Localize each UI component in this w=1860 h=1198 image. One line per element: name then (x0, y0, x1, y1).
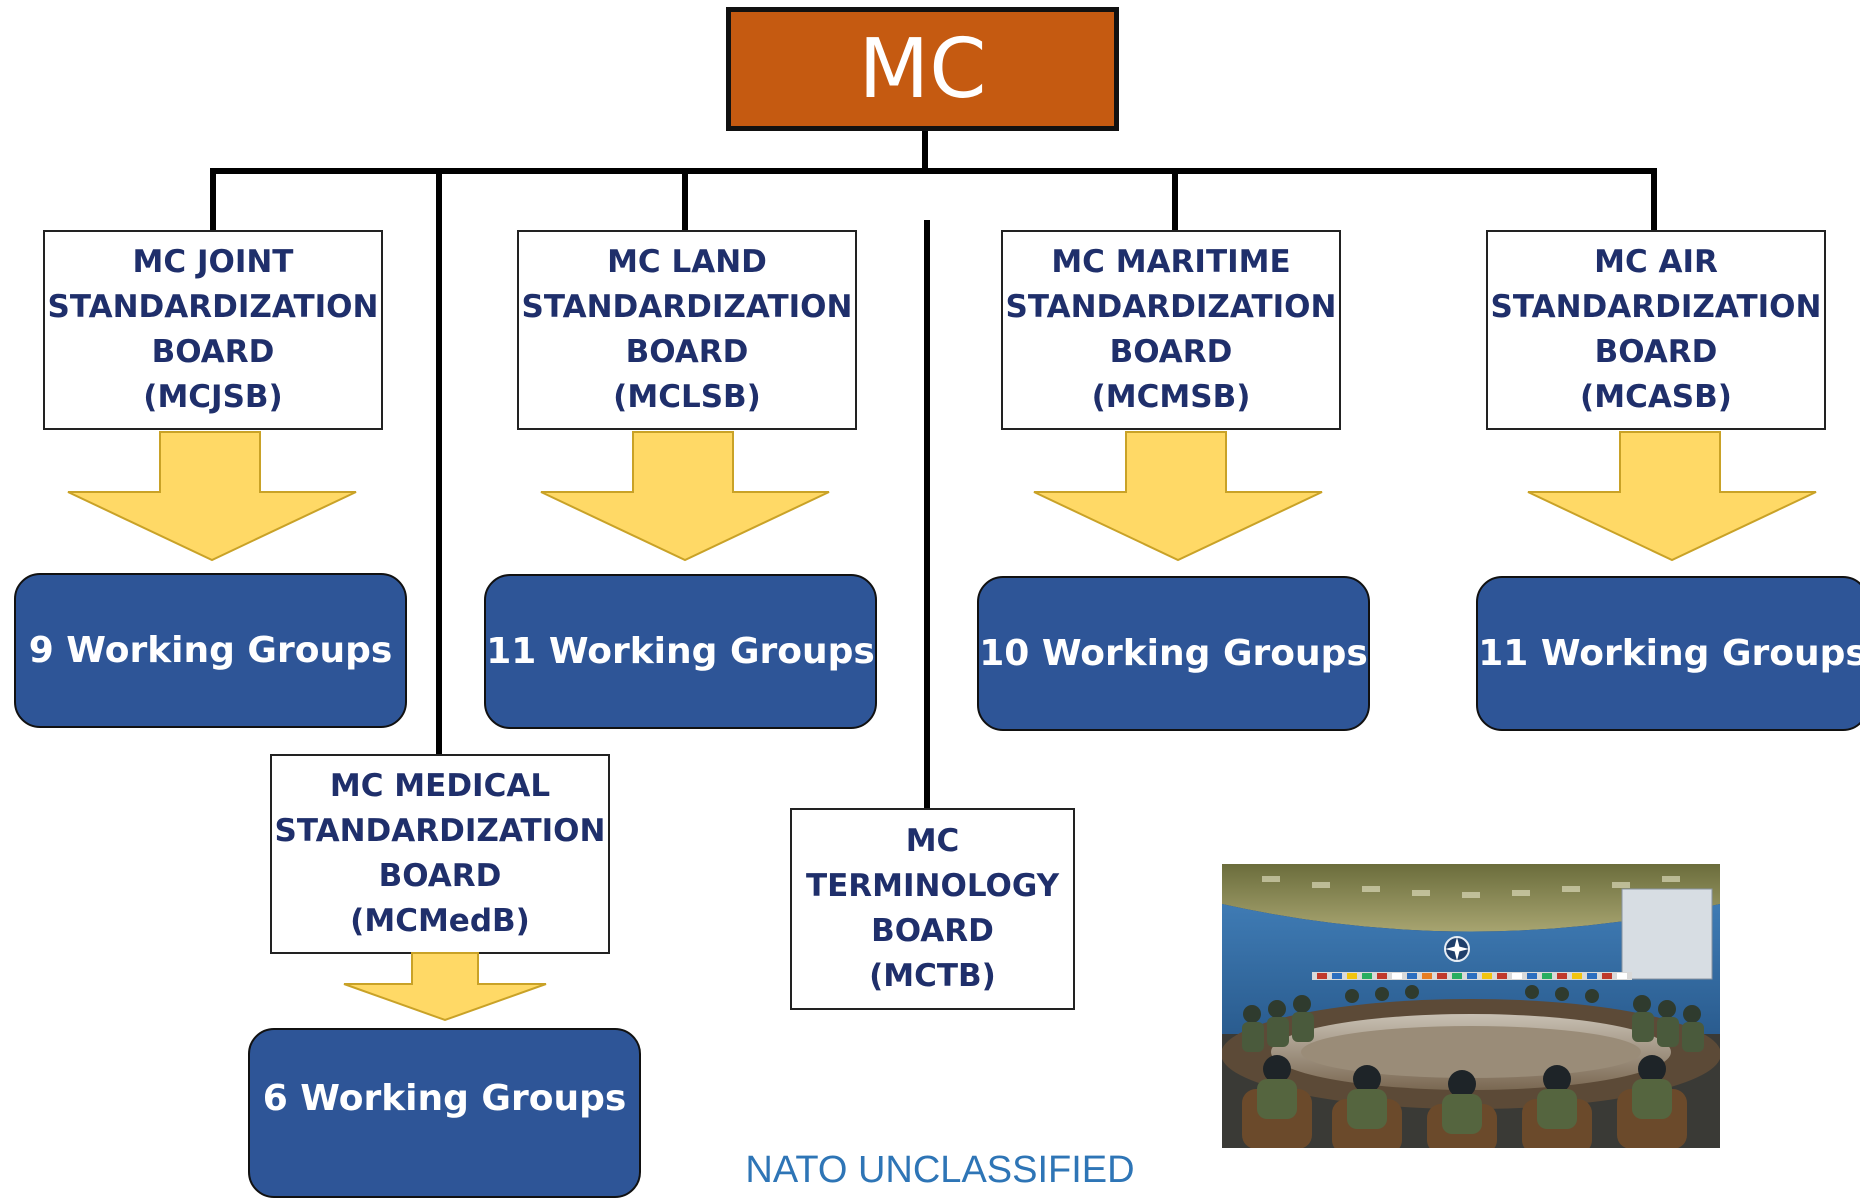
board-mctb-line-4: (MCTB) (869, 958, 996, 994)
arrow-mclsb-down-icon (540, 431, 830, 562)
board-mcmsb-line-2: STANDARDIZATION (1005, 289, 1337, 325)
board-mcjsb-line-1: MC JOINT (132, 244, 294, 280)
board-mcasb-line-4: (MCASB) (1580, 379, 1732, 415)
board-mclsb-line-1: MC LAND (607, 244, 767, 280)
board-mcjsb-line-4: (MCJSB) (143, 379, 283, 415)
connector-to-mcjsb (210, 168, 216, 230)
working-groups-mcmedb: 6 Working Groups (248, 1028, 641, 1198)
working-groups-mclsb: 11 Working Groups (484, 574, 877, 729)
mc-root-label: MC (858, 21, 987, 117)
board-mctb: MC TERMINOLOGY BOARD (MCTB) (790, 808, 1075, 1010)
connector-root-down (922, 130, 928, 172)
board-mclsb-line-4: (MCLSB) (613, 379, 761, 415)
working-groups-mcmsb-label: 10 Working Groups (979, 633, 1368, 674)
connector-to-mcmsb (1172, 168, 1178, 230)
arrow-mcmedb-down-icon (343, 952, 547, 1022)
working-groups-mcmedb-label: 6 Working Groups (262, 1077, 627, 1119)
board-mcmsb-line-4: (MCMSB) (1091, 379, 1251, 415)
board-mcasb-line-3: BOARD (1594, 334, 1718, 370)
working-groups-mcasb: 11 Working Groups (1476, 576, 1860, 731)
board-mcmsb: MC MARITIME STANDARDIZATION BOARD (MCMSB… (1001, 230, 1341, 430)
meeting-room-photo (1222, 864, 1720, 1148)
arrow-mcmsb-down-icon (1033, 431, 1323, 562)
arrow-mcjsb-down-icon (67, 431, 357, 562)
board-mcjsb: MC JOINT STANDARDIZATION BOARD (MCJSB) (43, 230, 383, 430)
classification-label: NATO UNCLASSIFIED (745, 1149, 1135, 1191)
working-groups-mcjsb-label: 9 Working Groups (28, 630, 393, 671)
arrow-mcasb-down-icon (1527, 431, 1817, 562)
board-mctb-line-1: MC (905, 823, 960, 859)
board-mctb-line-2: TERMINOLOGY (805, 868, 1060, 904)
board-mcasb: MC AIR STANDARDIZATION BOARD (MCASB) (1486, 230, 1826, 430)
board-mcmedb-line-2: STANDARDIZATION (274, 813, 606, 849)
mc-root-box: MC (726, 7, 1119, 131)
connector-to-mclsb (682, 168, 688, 230)
connector-to-mctb (924, 220, 930, 808)
connector-horizontal-bus (210, 168, 1657, 174)
board-mclsb-line-3: BOARD (625, 334, 749, 370)
board-mcmsb-line-3: BOARD (1109, 334, 1233, 370)
board-mcmedb-line-4: (MCMedB) (350, 903, 530, 939)
board-mclsb-line-2: STANDARDIZATION (521, 289, 853, 325)
board-mcasb-line-1: MC AIR (1594, 244, 1718, 280)
working-groups-mcasb-label: 11 Working Groups (1478, 633, 1860, 674)
board-mctb-line-3: BOARD (871, 913, 994, 949)
board-mcmedb: MC MEDICAL STANDARDIZATION BOARD (MCMedB… (270, 754, 610, 954)
working-groups-mcmsb: 10 Working Groups (977, 576, 1370, 731)
board-mcasb-line-2: STANDARDIZATION (1490, 289, 1822, 325)
board-mcmedb-line-1: MC MEDICAL (329, 768, 551, 804)
connector-to-mcasb (1651, 168, 1657, 230)
board-mcmedb-line-3: BOARD (378, 858, 502, 894)
board-mcmsb-line-1: MC MARITIME (1051, 244, 1291, 280)
board-mcjsb-line-3: BOARD (151, 334, 275, 370)
connector-to-mcmedb (436, 168, 442, 754)
working-groups-mclsb-label: 11 Working Groups (486, 631, 875, 672)
working-groups-mcjsb: 9 Working Groups (14, 573, 407, 728)
board-mclsb: MC LAND STANDARDIZATION BOARD (MCLSB) (517, 230, 857, 430)
board-mcjsb-line-2: STANDARDIZATION (47, 289, 379, 325)
